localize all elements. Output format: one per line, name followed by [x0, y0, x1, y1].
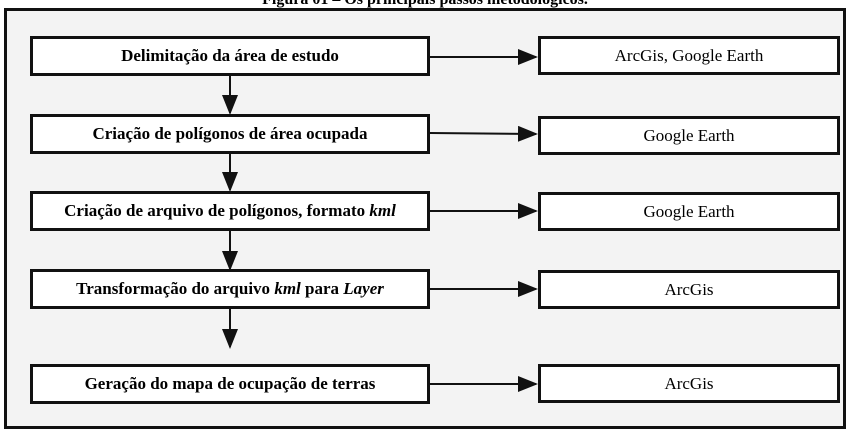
arrow — [429, 125, 538, 142]
tool-box-4: ArcGis — [538, 270, 840, 309]
step-box-5: Geração do mapa de ocupação de terras — [30, 364, 430, 404]
tool-box-5: ArcGis — [538, 364, 840, 403]
step-box-1: Delimitação da área de estudo — [30, 36, 430, 76]
step-box-2: Criação de polígonos de área ocupada — [30, 114, 430, 154]
tool-box-2: Google Earth — [538, 116, 840, 155]
step-box-4: Transformação do arquivo kml para Layer — [30, 269, 430, 309]
step-box-3: Criação de arquivo de polígonos, formato… — [30, 191, 430, 231]
figure-caption: Figura 01 – Os principais passos metodol… — [0, 0, 850, 9]
tool-box-1: ArcGis, Google Earth — [538, 36, 840, 75]
tool-box-3: Google Earth — [538, 192, 840, 231]
